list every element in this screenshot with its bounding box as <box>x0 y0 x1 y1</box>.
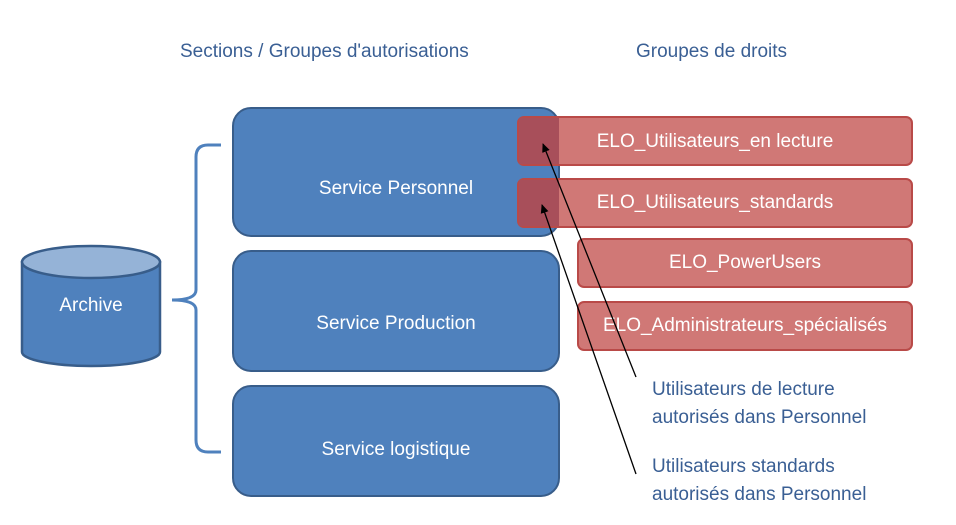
group-powerusers[interactable]: ELO_PowerUsers <box>577 238 913 288</box>
group-powerusers-label: ELO_PowerUsers <box>669 252 821 273</box>
service-production-label: Service Production <box>316 313 475 334</box>
service-personnel[interactable]: Service Personnel <box>232 107 560 237</box>
group-utilisateurs-standards[interactable]: ELO_Utilisateurs_standards <box>517 178 913 228</box>
note-standard-line2: autorisés dans Personnel <box>652 484 867 505</box>
service-personnel-label: Service Personnel <box>319 178 473 199</box>
group-utilisateurs-lecture-label: ELO_Utilisateurs_en lecture <box>597 131 834 152</box>
group-utilisateurs-standards-label: ELO_Utilisateurs_standards <box>597 192 834 213</box>
note-read-line2: autorisés dans Personnel <box>652 407 867 428</box>
overlap-highlight <box>519 118 559 164</box>
note-read-users: Utilisateurs de lecture autorisés dans P… <box>652 376 866 432</box>
rights-groups-heading: Groupes de droits <box>636 41 788 62</box>
overlap-highlight <box>519 180 559 226</box>
service-logistique[interactable]: Service logistique <box>232 385 560 497</box>
arrow-read-users <box>542 143 637 378</box>
note-standard-line1: Utilisateurs standards <box>652 456 835 477</box>
group-administrateurs-specialises-label: ELO_Administrateurs_spécialisés <box>603 315 887 336</box>
sections-heading: Sections / Groupes d'autorisations <box>180 41 469 62</box>
service-logistique-label: Service logistique <box>322 439 471 460</box>
group-administrateurs-specialises[interactable]: ELO_Administrateurs_spécialisés <box>577 301 913 351</box>
archive-label: Archive <box>59 295 122 316</box>
arrow-standard-users <box>540 204 637 475</box>
note-read-line1: Utilisateurs de lecture <box>652 379 835 400</box>
note-standard-users: Utilisateurs standards autorisés dans Pe… <box>652 453 866 509</box>
group-utilisateurs-lecture[interactable]: ELO_Utilisateurs_en lecture <box>517 116 913 166</box>
brace <box>171 143 221 454</box>
archive-cylinder[interactable]: Archive <box>20 244 162 368</box>
service-production[interactable]: Service Production <box>232 250 560 372</box>
